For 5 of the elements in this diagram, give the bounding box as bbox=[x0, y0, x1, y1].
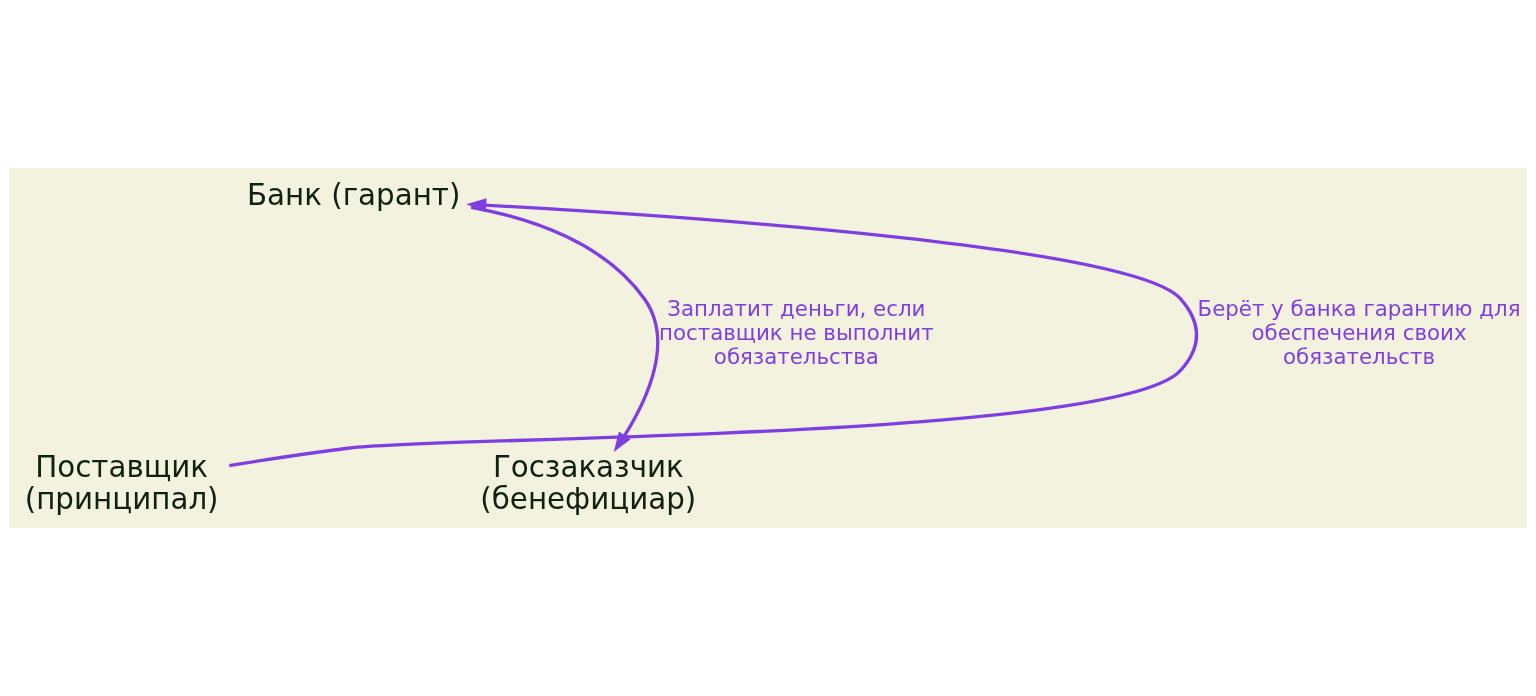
node-text: Банк (гарант) bbox=[246, 177, 461, 212]
edge-label: Берёт у банка гарантию для обеспечения своих обязательств bbox=[1197, 295, 1521, 369]
edge-label: Заплатит деньги, если поставщик не выполнит обязательства bbox=[659, 295, 934, 369]
node-text: Госзаказчик (бенефициар) bbox=[480, 449, 697, 516]
node-text: Поставщик (принципал) bbox=[24, 449, 219, 516]
